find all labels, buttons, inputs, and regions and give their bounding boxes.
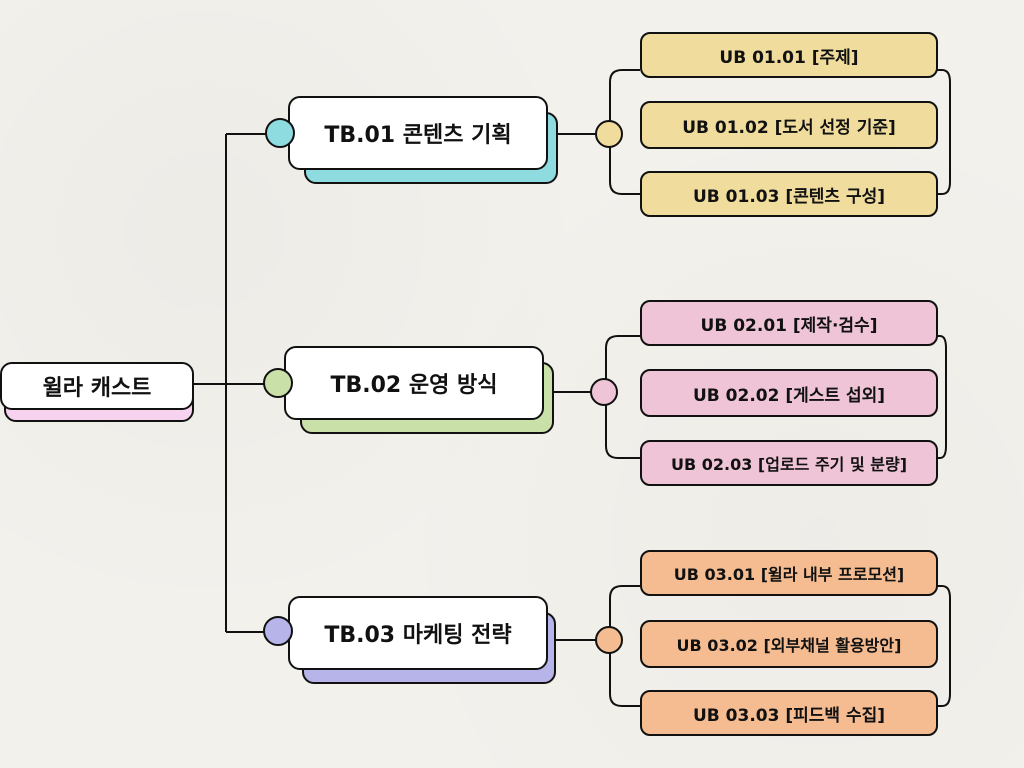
branch-2-label: TB.02 운영 방식 — [330, 373, 498, 398]
leaf-1-3-label: UB 01.03 [콘텐츠 구성] — [692, 186, 886, 207]
leaf-2-2-label: UB 02.02 [게스트 섭외] — [692, 385, 886, 406]
leaf-1-3: UB 01.03 [콘텐츠 구성] — [640, 171, 938, 217]
leaf-3-2-label: UB 03.02 [외부채널 활용방안] — [676, 636, 902, 655]
branch-1-card: TB.01 콘텐츠 기획 — [288, 96, 548, 170]
branch-2-connector-dot — [263, 368, 293, 398]
group-3-connector-dot — [595, 626, 623, 654]
leaf-3-2: UB 03.02 [외부채널 활용방안] — [640, 620, 938, 668]
leaf-1-1: UB 01.01 [주제] — [640, 32, 938, 78]
leaf-1-2: UB 01.02 [도서 선정 기준] — [640, 101, 938, 149]
leaf-2-1: UB 02.01 [제작·검수] — [640, 300, 938, 346]
leaf-3-1: UB 03.01 [윌라 내부 프로모션] — [640, 550, 938, 596]
root-node-label: 윌라 캐스트 — [42, 376, 152, 401]
leaf-2-3: UB 02.03 [업로드 주기 및 분량] — [640, 440, 938, 486]
leaf-3-1-label: UB 03.01 [윌라 내부 프로모션] — [673, 565, 905, 584]
leaf-3-3-label: UB 03.03 [피드백 수집] — [692, 705, 886, 726]
root-node-card: 윌라 캐스트 — [0, 362, 194, 410]
branch-1-label: TB.01 콘텐츠 기획 — [324, 123, 512, 148]
group-2-connector-dot — [590, 378, 618, 406]
branch-3-card: TB.03 마케팅 전략 — [288, 596, 548, 670]
leaf-1-2-label: UB 01.02 [도서 선정 기준] — [682, 117, 896, 138]
branch-1-connector-dot — [265, 118, 295, 148]
group-1-connector-dot — [595, 120, 623, 148]
leaf-3-3: UB 03.03 [피드백 수집] — [640, 690, 938, 736]
leaf-1-1-label: UB 01.01 [주제] — [719, 47, 859, 68]
branch-3-connector-dot — [263, 616, 293, 646]
leaf-2-2: UB 02.02 [게스트 섭외] — [640, 369, 938, 417]
leaf-2-1-label: UB 02.01 [제작·검수] — [700, 315, 878, 336]
branch-2-card: TB.02 운영 방식 — [284, 346, 544, 420]
leaf-2-3-label: UB 02.03 [업로드 주기 및 분량] — [670, 455, 908, 474]
branch-3-label: TB.03 마케팅 전략 — [324, 623, 512, 648]
